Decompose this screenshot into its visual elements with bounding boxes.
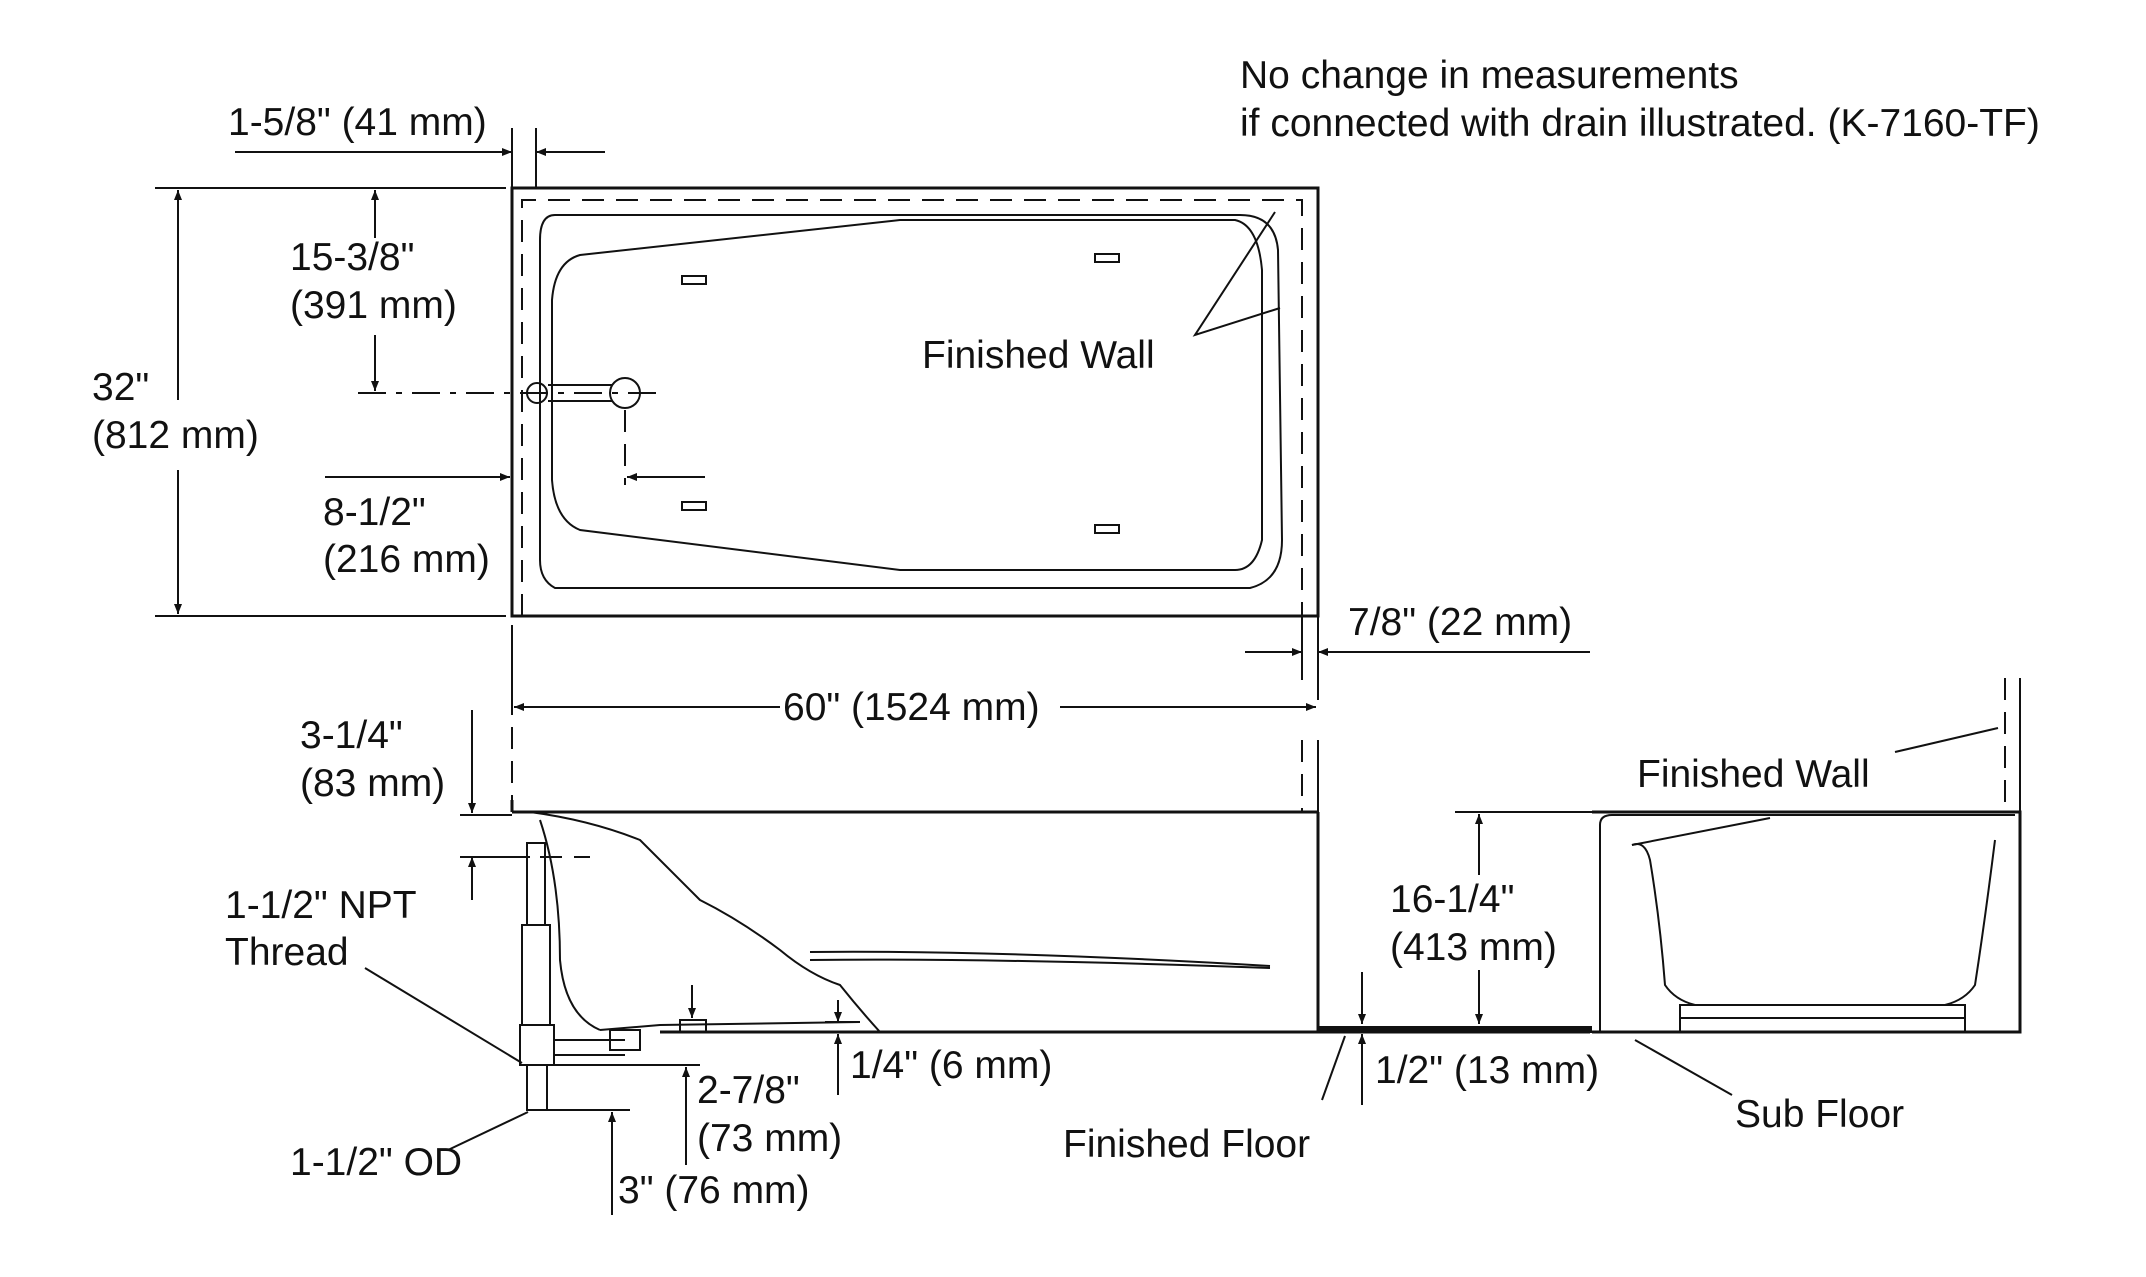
side-height-dimension: 16-1/4" (413 mm) (1390, 811, 1592, 1024)
drain-offset-dimension: 15-3/8" (391 mm) (290, 190, 457, 391)
basin-bowl (551, 219, 1263, 571)
length-dimension: 60" (1524 mm) (511, 625, 1319, 729)
rim-label-line2: (83 mm) (300, 762, 445, 805)
drain-side-label-line1: 8-1/2" (323, 491, 426, 534)
finished-wall-dashed-plan (521, 199, 1303, 616)
side-finished-wall-label: Finished Wall (1637, 753, 1870, 796)
outlet-label: 3" (76 mm) (618, 1169, 810, 1212)
drain-offset-label-line2: (391 mm) (290, 284, 457, 327)
npt-label-line2: Thread (225, 931, 349, 974)
drain-height-label-line1: 2-7/8" (697, 1069, 800, 1112)
finished-floor-slab (1318, 1026, 1592, 1032)
outlet-dimension: 3" (76 mm) (547, 1109, 810, 1215)
drain-pipe-mid (521, 924, 551, 1026)
side-height-label-line1: 16-1/4" (1390, 878, 1514, 921)
tub-outline-plan (510, 186, 1320, 618)
rim-height-dimension: 3-1/4" (83 mm) (300, 710, 530, 900)
drain-height-dimension: 2-7/8" (73 mm) (554, 1064, 842, 1165)
sub-floor-callout: Sub Floor (1634, 1039, 1904, 1136)
tub-cutaway-profile (529, 811, 881, 1033)
drain-pipe-upper (526, 842, 546, 926)
side-view (1315, 678, 2022, 1034)
depth-label-line1: 32" (92, 366, 149, 409)
drain-offset-label-line1: 15-3/8" (290, 236, 414, 279)
od-callout: 1-1/2" OD (290, 1111, 529, 1184)
basin-outer-contour (539, 214, 1284, 589)
finished-floor-label: Finished Floor (1063, 1123, 1310, 1166)
subfloor-dimension: 1/2" (13 mm) (1358, 972, 1599, 1105)
drain-side-label-line2: (216 mm) (323, 538, 490, 581)
tub-side-bowl (1631, 839, 1996, 1006)
flange-dimension: 1-5/8" (41 mm) (228, 101, 605, 188)
slot-marker (681, 275, 707, 285)
wall-gap-label: 7/8" (22 mm) (1348, 601, 1572, 644)
slot-marker (1094, 253, 1120, 263)
flange-dim-label: 1-5/8" (41 mm) (228, 101, 487, 144)
floor-clearance-label: 1/4" (6 mm) (850, 1044, 1052, 1087)
wall-gap-dimension: 7/8" (22 mm) (1245, 601, 1590, 680)
finished-floor-callout: Finished Floor (1063, 1035, 1346, 1166)
measurement-note-line1: No change in measurements (1240, 54, 1739, 97)
drain-shoe (609, 1029, 641, 1051)
sub-floor-label: Sub Floor (1735, 1093, 1904, 1136)
npt-thread-callout: 1-1/2" NPT Thread (225, 884, 523, 1064)
front-view (510, 625, 1590, 1111)
npt-label-line1: 1-1/2" NPT (225, 884, 417, 927)
drain-height-label-line2: (73 mm) (697, 1117, 842, 1160)
length-label: 60" (1524 mm) (783, 686, 1040, 729)
depth-dimension: 32" (812 mm) (92, 187, 506, 617)
drain-flange (679, 1019, 707, 1033)
slot-marker (681, 501, 707, 511)
tub-side-outline (1592, 810, 2022, 1034)
drain-tailpiece (526, 1064, 548, 1111)
od-label: 1-1/2" OD (290, 1141, 462, 1184)
floor-clearance-dimension: 1/4" (6 mm) (688, 985, 1052, 1095)
drain-coupling (519, 1024, 555, 1066)
side-finished-wall-callout: Finished Wall (1637, 727, 1999, 796)
plan-view (358, 186, 1320, 618)
drain-side-dimension: 8-1/2" (216 mm) (323, 473, 705, 581)
depth-label-line2: (812 mm) (92, 414, 259, 457)
subfloor-dim-label: 1/2" (13 mm) (1375, 1049, 1599, 1092)
slot-marker (1094, 524, 1120, 534)
side-height-label-line2: (413 mm) (1390, 926, 1557, 969)
measurement-note-line2: if connected with drain illustrated. (K-… (1240, 102, 2040, 145)
finished-wall-leader-plan (1192, 211, 1281, 337)
rim-label-line1: 3-1/4" (300, 714, 403, 757)
plan-finished-wall-label: Finished Wall (922, 334, 1155, 377)
